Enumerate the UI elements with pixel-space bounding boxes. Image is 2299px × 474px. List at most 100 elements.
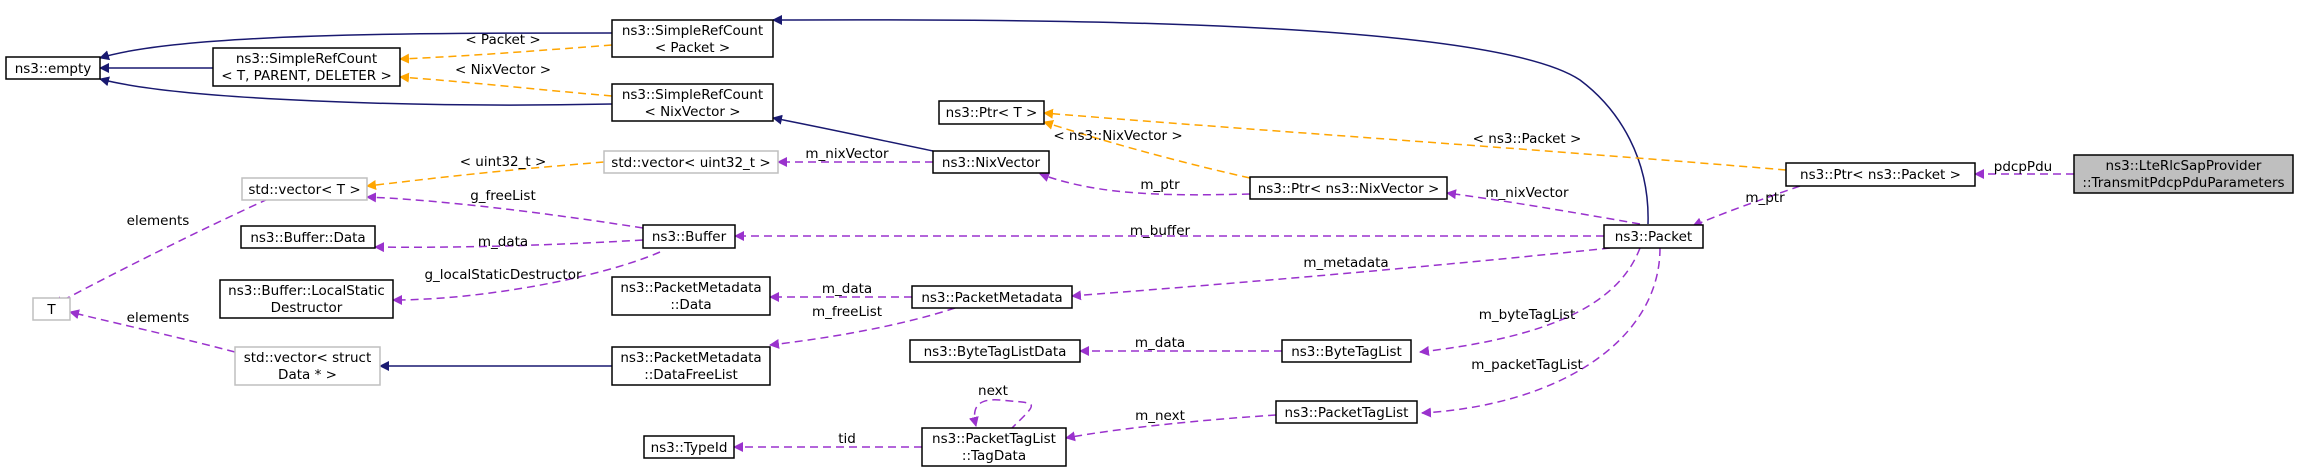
class-node-ns3-typeid[interactable]: ns3::TypeId [643, 435, 735, 459]
class-node-simplerefcount-generic[interactable]: ns3::SimpleRefCount < T, PARENT, DELETER… [212, 47, 401, 87]
class-node-buffer-localstaticdestructor[interactable]: ns3::Buffer::LocalStatic Destructor [219, 279, 394, 319]
node-label-line: ns3::Buffer::Data [250, 230, 365, 246]
edge-buffer-to-vectort [366, 192, 644, 229]
edge-label-m-ptr-2: m_ptr [1745, 190, 1785, 206]
node-label-line: ns3::PacketTagList [1285, 405, 1409, 421]
node-label-line: ns3::PacketMetadata [620, 280, 761, 296]
class-node-ns3-packet[interactable]: ns3::Packet [1603, 224, 1704, 249]
node-label-line: ns3::ByteTagListData [924, 344, 1067, 360]
class-node-ns3-empty[interactable]: ns3::empty [5, 56, 101, 80]
edge-label-elements-1: elements [127, 213, 190, 229]
class-node-t[interactable]: T [32, 297, 71, 321]
edge-label-m-packettaglist: m_packetTagList [1471, 357, 1583, 373]
edge-label-m-next: m_next [1135, 408, 1185, 424]
edge-label-m-buffer: m_buffer [1130, 223, 1191, 239]
node-label-line: ::TransmitPdcpPduParameters [2082, 175, 2284, 191]
edge-label-g-local-static-destructor: g_localStaticDestructor [424, 267, 581, 283]
edge-ptrnix-to-ptrt [1043, 119, 1251, 179]
node-label-line: ns3::Ptr< T > [946, 105, 1038, 121]
edge-ptrpacket-to-packet [1692, 185, 1801, 227]
edge-label-ptr-packet: < ns3::Packet > [1473, 131, 1582, 147]
edge-label-elements-2: elements [127, 310, 190, 326]
edge-label-m-nixvector-1: m_nixVector [805, 146, 889, 162]
node-label-line: < NixVector > [644, 104, 740, 120]
class-node-ns3-buffer[interactable]: ns3::Buffer [642, 224, 736, 249]
class-node-ns3-packettaglist[interactable]: ns3::PacketTagList [1275, 400, 1418, 424]
node-label-line: Destructor [271, 300, 343, 316]
edge-buffer-to-bufferdata [374, 239, 644, 253]
edge-packet-to-bytetaglist [1419, 247, 1641, 356]
edge-packet-to-ptrnix [1446, 189, 1641, 225]
node-label-line: ns3::Buffer::LocalStatic [228, 283, 385, 299]
node-label-line: std::vector< uint32_t > [611, 155, 770, 171]
edge-packet-to-packetmetadata [1071, 247, 1611, 301]
edge-label-m-ptr-1: m_ptr [1140, 177, 1180, 193]
edge-label-ptr-nixvector: < ns3::NixVector > [1053, 128, 1182, 144]
class-node-packettaglist-tagdata[interactable]: ns3::PacketTagList ::TagData [921, 427, 1067, 467]
class-node-ns3-ptr-nixvector[interactable]: ns3::Ptr< ns3::NixVector > [1249, 176, 1448, 200]
node-label-line: std::vector< T > [248, 182, 360, 198]
class-node-transmitpdcppduparameters[interactable]: ns3::LteRlcSapProvider ::TransmitPdcpPdu… [2073, 154, 2294, 194]
edges [53, 14, 2074, 452]
nodes: ns3::empty ns3::SimpleRefCount < T, PARE… [5, 19, 2294, 467]
edge-ptrpacket-to-ptrt [1043, 108, 1787, 171]
class-node-ns3-bytetaglistdata[interactable]: ns3::ByteTagListData [909, 339, 1081, 363]
node-label-line: ns3::LteRlcSapProvider [2106, 158, 2262, 174]
edge-label-m-data-2: m_data [822, 281, 872, 297]
node-label-line: ns3::PacketTagList [932, 431, 1056, 447]
edge-label-m-nixvector-2: m_nixVector [1485, 185, 1569, 201]
edge-packet-to-srcpacket [772, 14, 1649, 225]
node-label-line: ns3::Ptr< ns3::Packet > [1800, 167, 1961, 183]
class-node-std-vector-struct-data[interactable]: std::vector< struct Data * > [234, 346, 381, 386]
node-label-line: ns3::Packet [1615, 229, 1692, 245]
edge-vectort-to-t [53, 198, 269, 306]
node-label-line: ::TagData [962, 448, 1026, 464]
class-node-std-vector-uint32[interactable]: std::vector< uint32_t > [603, 150, 779, 174]
edge-packetmetadata-to-pmfree [769, 307, 956, 349]
node-label-line: ns3::Ptr< ns3::NixVector > [1258, 181, 1440, 197]
edge-label-pdcppdu: pdcpPdu [1994, 159, 2052, 175]
edge-packettaglist-to-tagdata [1065, 414, 1277, 442]
class-node-packetmetadata-data[interactable]: ns3::PacketMetadata ::Data [611, 276, 771, 316]
class-node-ns3-ptr-packet[interactable]: ns3::Ptr< ns3::Packet > [1785, 162, 1976, 187]
class-node-ns3-nixvector[interactable]: ns3::NixVector [932, 150, 1050, 174]
edge-label-m-data-3: m_data [1135, 335, 1185, 351]
edge-label-m-data-1: m_data [478, 234, 528, 250]
edge-ptrnix-to-nixvector [1039, 172, 1251, 196]
class-node-ns3-ptr-t[interactable]: ns3::Ptr< T > [938, 100, 1045, 125]
class-node-simplerefcount-nixvector[interactable]: ns3::SimpleRefCount < NixVector > [611, 83, 774, 122]
node-label-line: ns3::NixVector [942, 155, 1041, 171]
class-node-buffer-data[interactable]: ns3::Buffer::Data [240, 225, 376, 249]
edge-label-m-metadata: m_metadata [1303, 255, 1388, 271]
node-label-line: ns3::Buffer [652, 229, 727, 245]
edge-label-next: next [978, 383, 1008, 399]
node-label-line: ns3::PacketMetadata [921, 290, 1062, 306]
edge-label-m-freelist: m_freeList [812, 304, 882, 320]
node-label-line: ns3::SimpleRefCount [622, 23, 763, 39]
edge-tagdata-self-next [968, 399, 1032, 431]
edge-label-tid: tid [838, 431, 856, 447]
edge-packet-to-packettaglist [1421, 247, 1661, 418]
node-label-line: ns3::empty [15, 61, 92, 77]
node-label-line: Data * > [278, 367, 337, 383]
class-node-std-vector-t[interactable]: std::vector< T > [241, 177, 368, 201]
edge-label-uint32: < uint32_t > [460, 154, 547, 170]
node-label-line: < Packet > [655, 40, 730, 56]
node-label-line: < T, PARENT, DELETER > [221, 68, 392, 84]
edge-vecuint-to-vectort [366, 161, 605, 190]
edge-vecstruct-to-t [69, 309, 236, 353]
edge-srcnix-to-empty [99, 76, 613, 106]
node-label-line: ns3::TypeId [651, 440, 728, 456]
node-label-line: ns3::PacketMetadata [620, 350, 761, 366]
class-node-ns3-bytetaglist[interactable]: ns3::ByteTagList [1281, 339, 1412, 363]
class-node-simplerefcount-packet[interactable]: ns3::SimpleRefCount < Packet > [611, 19, 774, 58]
edge-labels: < Packet > < NixVector > < uint32_t > el… [127, 32, 2053, 447]
class-node-ns3-packetmetadata[interactable]: ns3::PacketMetadata [911, 285, 1073, 309]
edge-srcnix-to-srcgeneric [399, 72, 613, 97]
edge-srcpacket-to-empty [99, 32, 613, 61]
class-node-packetmetadata-datafreelist[interactable]: ns3::PacketMetadata ::DataFreeList [611, 346, 771, 386]
edge-label-g-freelist: g_freeList [470, 188, 536, 204]
node-label-line: ns3::ByteTagList [1291, 344, 1402, 360]
node-label-line: std::vector< struct [244, 350, 372, 366]
